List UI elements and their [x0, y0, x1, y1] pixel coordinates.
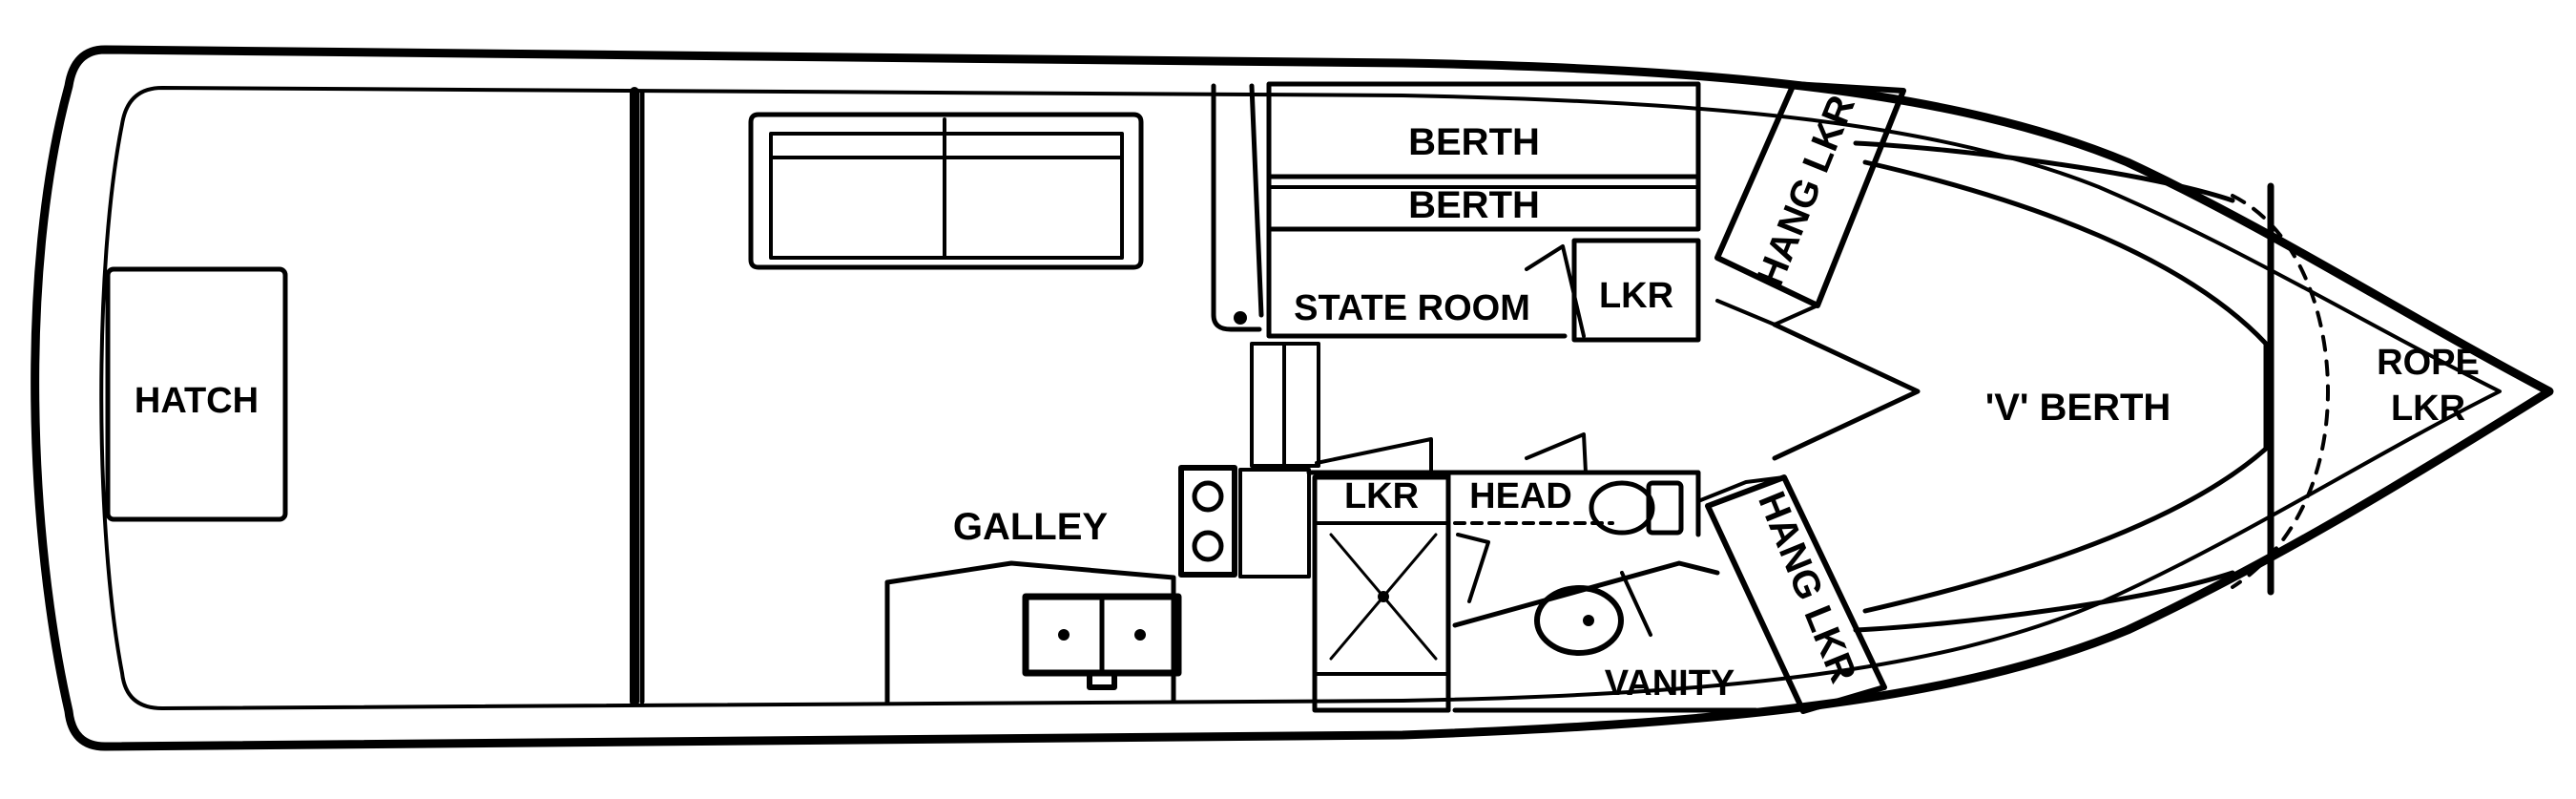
v-berth-label: 'V' BERTH — [1985, 387, 2171, 429]
vanity-basin-icon — [1534, 585, 1624, 656]
galley-label: GALLEY — [953, 506, 1109, 548]
hang-locker-lower-label: HANG LKR — [1750, 486, 1864, 688]
rope-locker: ROPE LKR — [2231, 182, 2480, 596]
state-room-locker-label: LKR — [1599, 276, 1673, 316]
toilet-icon — [1589, 480, 1655, 536]
salon-bulkhead — [630, 87, 645, 706]
sink-drain-icon — [1134, 629, 1146, 641]
vanity-label: VANITY — [1605, 663, 1735, 704]
state-room-label: STATE ROOM — [1294, 288, 1530, 328]
vanity-drain-icon — [1583, 615, 1594, 626]
hatch-label: HATCH — [135, 381, 259, 421]
stateroom-berths: BERTH BERTH — [1266, 81, 1701, 232]
sink-drain-icon — [1058, 629, 1070, 641]
companionway — [1211, 83, 1320, 468]
hull-outline — [31, 45, 2554, 751]
v-berth: 'V' BERTH — [1772, 140, 2269, 633]
hatch: HATCH — [105, 266, 288, 522]
stove-burner-icon — [1192, 530, 1224, 562]
head-label: HEAD — [1469, 476, 1572, 516]
rope-locker-label-line2: LKR — [2391, 389, 2465, 429]
berth-upper-label: BERTH — [1408, 121, 1540, 163]
shower-drain-icon — [1378, 591, 1389, 602]
head-locker-label: LKR — [1344, 476, 1419, 516]
rope-locker-label-line1: ROPE — [2377, 343, 2480, 383]
salon-settee — [748, 112, 1144, 270]
companionway-post-icon — [1234, 311, 1247, 325]
head-compartment: LKR HEAD VANITY — [1306, 432, 1758, 713]
state-room: STATE ROOM LKR — [1266, 226, 1701, 343]
galley: GALLEY — [884, 465, 1311, 704]
stove-burner-icon — [1192, 480, 1224, 513]
berth-lower-label: BERTH — [1408, 184, 1540, 226]
